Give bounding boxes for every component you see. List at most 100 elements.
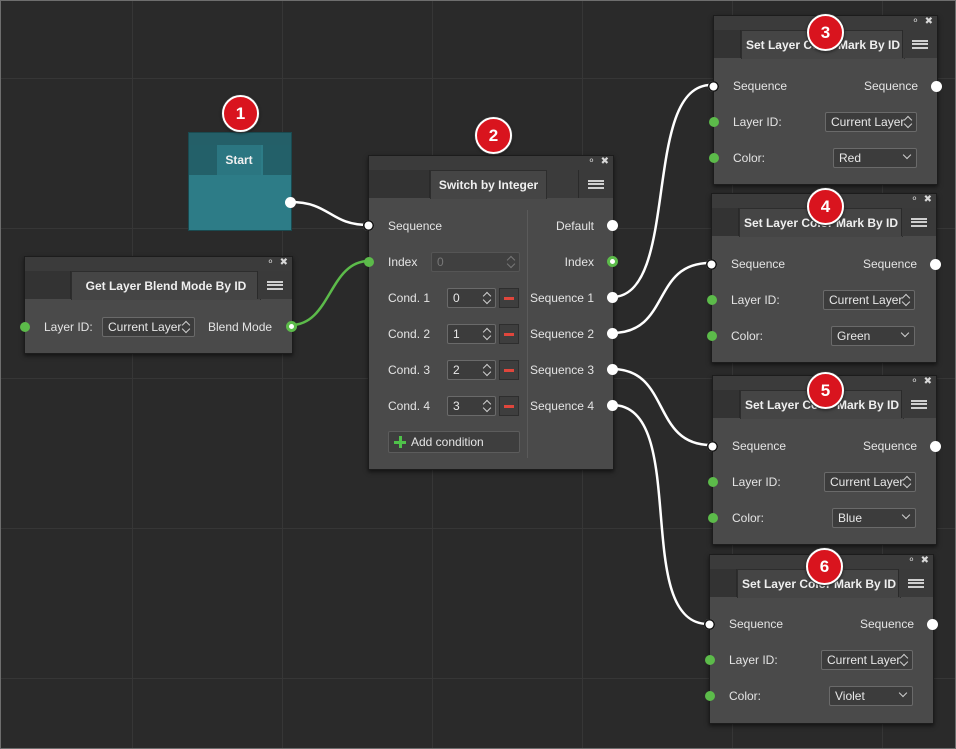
layer-id-value: Current Layer (831, 115, 905, 129)
layer-id-stepper[interactable]: Current Layer (824, 472, 916, 492)
condition-out-label: Sequence 3 (529, 363, 594, 377)
spinner-icon[interactable] (483, 399, 493, 413)
condition-value: 2 (453, 363, 460, 377)
condition-value-stepper[interactable]: 1 (447, 324, 496, 344)
start-sequence-out-port[interactable] (285, 197, 296, 208)
layer-id-label: Layer ID: (732, 475, 781, 489)
node-menu-button[interactable] (578, 170, 613, 198)
close-icon[interactable]: ✖ (279, 257, 288, 268)
spinner-icon[interactable] (483, 363, 493, 377)
node-menu-button[interactable] (901, 208, 936, 236)
switch-by-integer-node[interactable]: Switch by Integer ⚬✖ Sequence Default In… (363, 155, 618, 470)
spinner-icon[interactable] (902, 293, 912, 307)
remove-condition-button[interactable] (499, 360, 519, 380)
node-header-left (714, 30, 741, 58)
sequence-in-port[interactable] (704, 619, 715, 630)
layer-id-stepper[interactable]: Current Layer (825, 112, 917, 132)
node-menu-button[interactable] (901, 390, 936, 418)
hamburger-menu-icon (588, 179, 604, 189)
node-menu-button[interactable] (902, 30, 937, 58)
condition-value-stepper[interactable]: 0 (447, 288, 496, 308)
blend-mode-out-port[interactable] (286, 321, 297, 332)
spinner-icon[interactable] (900, 653, 910, 667)
color-in-port[interactable] (709, 153, 719, 163)
default-out-port[interactable] (607, 220, 618, 231)
sequence-in-label: Sequence (731, 257, 786, 271)
pin-icon[interactable]: ⚬ (910, 376, 919, 387)
condition-value: 0 (453, 291, 460, 305)
condition-value: 1 (453, 327, 460, 341)
sequence-out-port[interactable] (930, 441, 941, 452)
sequence-out-label: Sequence (863, 79, 918, 93)
close-icon[interactable]: ✖ (923, 376, 932, 387)
annotation-badge-5: 5 (807, 372, 844, 409)
spinner-icon[interactable] (182, 320, 192, 334)
add-condition-button[interactable]: Add condition (388, 431, 520, 453)
condition-out-port[interactable] (607, 292, 618, 303)
color-select[interactable]: Green (831, 326, 915, 346)
index-stepper: 0 (431, 252, 520, 272)
layer-id-stepper[interactable]: Current Layer (823, 290, 915, 310)
pin-icon[interactable]: ⚬ (587, 156, 596, 167)
sequence-out-label: Sequence (862, 257, 917, 271)
index-value: 0 (437, 255, 444, 269)
pin-icon[interactable]: ⚬ (910, 194, 919, 205)
sequence-in-port[interactable] (708, 81, 719, 92)
layer-id-in-port[interactable] (20, 322, 30, 332)
layer-id-in-port[interactable] (708, 477, 718, 487)
index-in-port[interactable] (364, 257, 374, 267)
sequence-in-port[interactable] (363, 220, 374, 231)
spinner-icon[interactable] (904, 115, 914, 129)
blend-mode-output-label: Blend Mode (208, 320, 273, 334)
condition-value-stepper[interactable]: 3 (447, 396, 496, 416)
color-in-port[interactable] (708, 513, 718, 523)
color-select[interactable]: Violet (829, 686, 913, 706)
remove-condition-button[interactable] (499, 324, 519, 344)
pin-icon[interactable]: ⚬ (911, 16, 920, 27)
sequence-in-port[interactable] (707, 441, 718, 452)
close-icon[interactable]: ✖ (923, 194, 932, 205)
condition-out-port[interactable] (607, 364, 618, 375)
close-icon[interactable]: ✖ (600, 156, 609, 167)
spinner-icon[interactable] (483, 291, 493, 305)
window-buttons: ⚬✖ (910, 194, 932, 206)
sequence-out-port[interactable] (931, 81, 942, 92)
sequence-out-label: Sequence (859, 617, 914, 631)
pin-icon[interactable]: ⚬ (907, 555, 916, 566)
layer-id-in-port[interactable] (705, 655, 715, 665)
color-select[interactable]: Red (833, 148, 917, 168)
condition-out-port[interactable] (607, 400, 618, 411)
color-select[interactable]: Blue (832, 508, 916, 528)
node-menu-button[interactable] (898, 569, 933, 597)
color-in-port[interactable] (705, 691, 715, 701)
spinner-icon[interactable] (483, 327, 493, 341)
layer-id-in-port[interactable] (707, 295, 717, 305)
index-out-port[interactable] (607, 256, 618, 267)
layer-id-stepper[interactable]: Current Layer (102, 317, 195, 337)
node-menu-button[interactable] (257, 271, 292, 299)
node-header-left (369, 170, 430, 198)
condition-value-stepper[interactable]: 2 (447, 360, 496, 380)
sequence-out-port[interactable] (930, 259, 941, 270)
close-icon[interactable]: ✖ (920, 555, 929, 566)
close-icon[interactable]: ✖ (924, 16, 933, 27)
condition-out-port[interactable] (607, 328, 618, 339)
spinner-icon[interactable] (903, 475, 913, 489)
remove-condition-button[interactable] (499, 396, 519, 416)
remove-condition-button[interactable] (499, 288, 519, 308)
get-layer-blend-mode-node[interactable]: Get Layer Blend Mode By ID ⚬✖ Layer ID: … (20, 256, 297, 354)
layer-id-stepper[interactable]: Current Layer (821, 650, 913, 670)
layer-id-in-port[interactable] (709, 117, 719, 127)
start-node[interactable]: Start (188, 132, 296, 231)
sequence-out-port[interactable] (927, 619, 938, 630)
start-node-header-right (263, 145, 291, 175)
color-in-port[interactable] (707, 331, 717, 341)
wire-seq2-to-node4 (611, 261, 711, 335)
condition-label: Cond. 1 (388, 291, 431, 305)
pin-icon[interactable]: ⚬ (266, 257, 275, 268)
annotation-badge-2: 2 (475, 117, 512, 154)
start-node-title: Start (217, 145, 261, 175)
sequence-in-port[interactable] (706, 259, 717, 270)
node-header-left (713, 390, 740, 418)
